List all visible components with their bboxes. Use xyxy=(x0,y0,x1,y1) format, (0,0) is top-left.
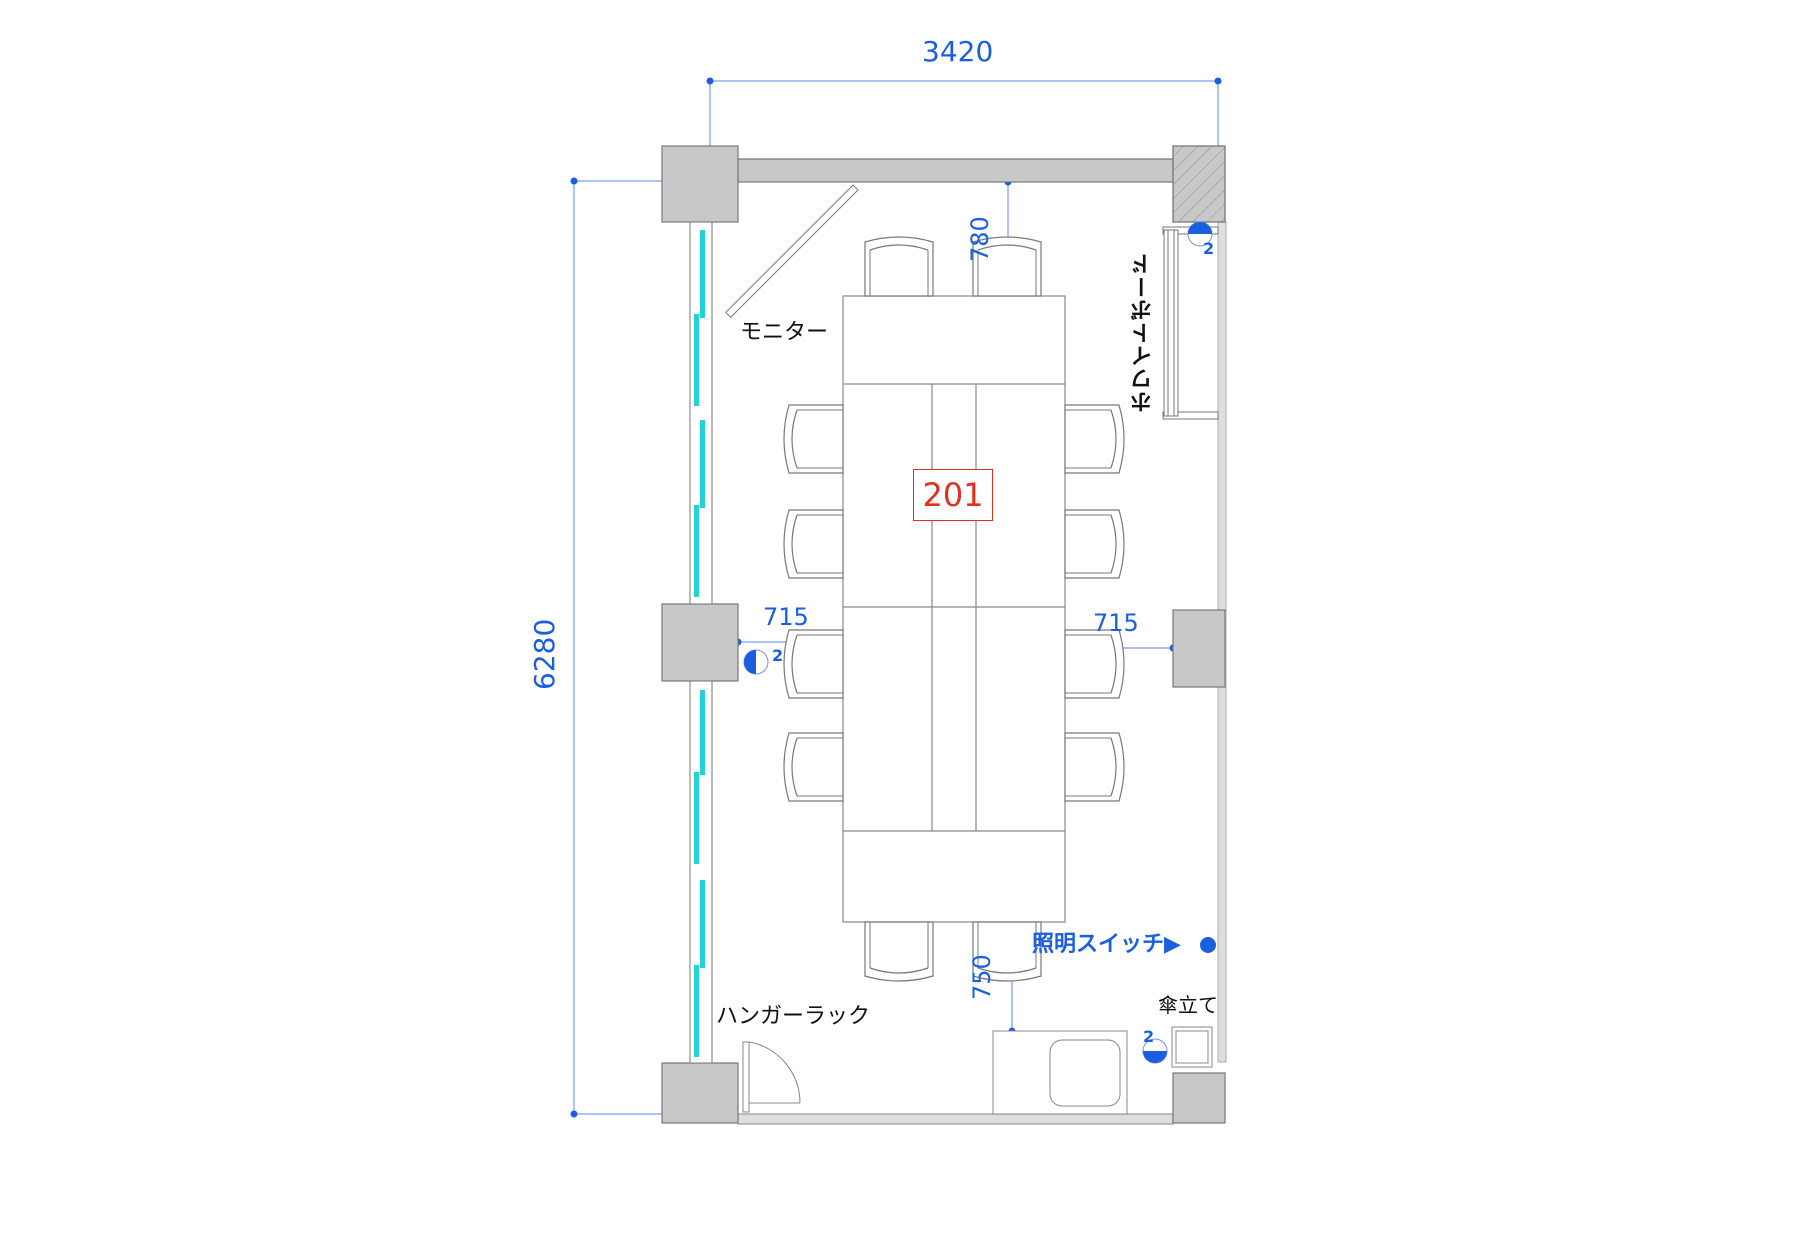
conference-table xyxy=(842,295,1066,923)
room-number-label: 201 xyxy=(913,469,993,521)
monitor xyxy=(725,184,859,318)
outlet-count: 2 xyxy=(1203,239,1215,258)
umbrella-stand xyxy=(1171,1026,1213,1068)
windows xyxy=(689,221,713,1064)
dimension-table-to-cabinet: 750 xyxy=(968,954,996,1000)
dimension-left-clearance: 715 xyxy=(763,603,809,631)
outlet-count: 2 xyxy=(1143,1027,1155,1046)
dimension-overall-width: 3420 xyxy=(922,35,994,68)
dimension-overall-depth: 6280 xyxy=(528,618,561,690)
dimension-table-to-wall: 780 xyxy=(966,216,994,262)
outlet-markers xyxy=(743,221,1213,1064)
dimension-right-clearance: 715 xyxy=(1093,609,1139,637)
light-switch-icon xyxy=(1200,937,1216,953)
walls xyxy=(661,145,1227,1125)
light-switch-label: 照明スイッチ▶ xyxy=(1032,932,1181,957)
door xyxy=(742,1041,801,1113)
monitor-label: モニター xyxy=(740,320,829,345)
cabinet xyxy=(992,1030,1128,1115)
hanger-rack-label: ハンガーラック xyxy=(716,1004,871,1029)
whiteboard-label: ホワイトボード xyxy=(1131,252,1156,413)
umbrella-stand-label: 傘立て xyxy=(1158,993,1218,1017)
outlet-count: 2 xyxy=(772,646,784,665)
